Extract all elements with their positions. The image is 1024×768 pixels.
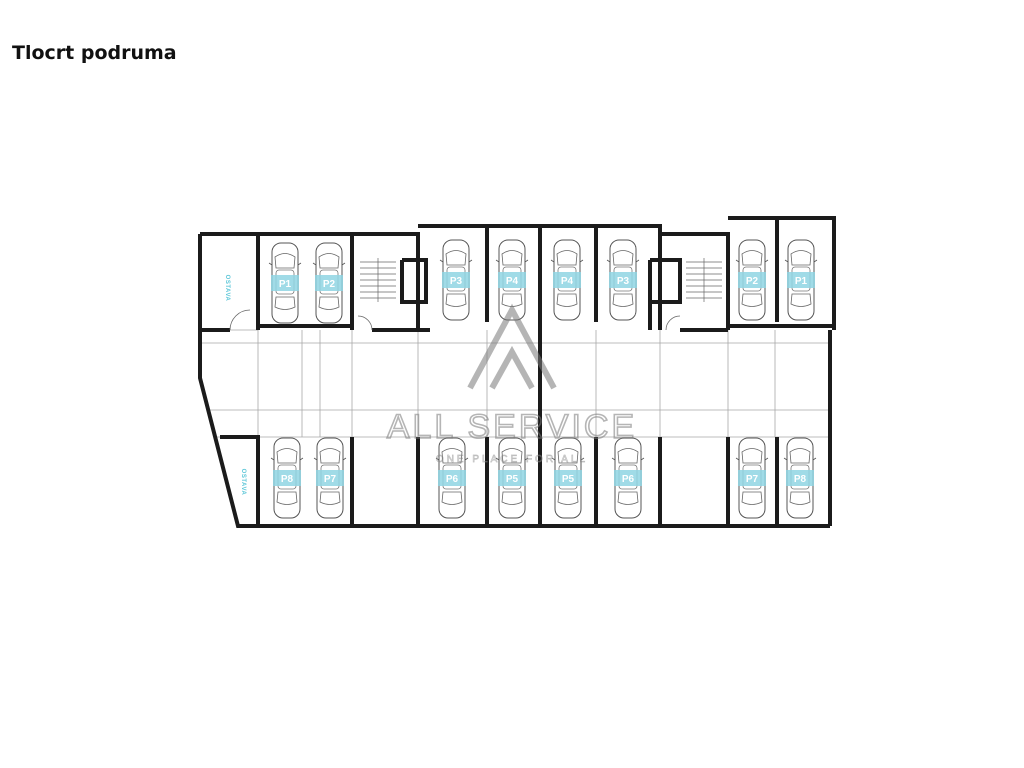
spot-label: P2 [746, 276, 759, 287]
parking-spot: P1 [784, 239, 818, 321]
spot-label: P1 [795, 276, 808, 287]
spot-label: P6 [622, 474, 635, 485]
spot-label: P4 [506, 276, 519, 287]
parking-spot: P7 [313, 437, 347, 519]
parking-spot: P4 [495, 239, 529, 321]
storage-room-bottom: OSTAVA [240, 469, 246, 496]
spot-label: P3 [617, 276, 630, 287]
watermark-name: ALL SERVICE [387, 408, 637, 446]
storage-label: OSTAVA [240, 469, 246, 496]
stairs-left [360, 258, 396, 302]
parking-spot: P8 [783, 437, 817, 519]
spot-label: P5 [506, 474, 519, 485]
parking-spot: P5 [551, 437, 585, 519]
door-swings [229, 309, 681, 331]
spot-label: P8 [794, 474, 807, 485]
parking-spot: P6 [611, 437, 645, 519]
parking-spot: P4 [550, 239, 584, 321]
spot-label: P8 [281, 474, 294, 485]
spot-label: P3 [450, 276, 463, 287]
watermark-tagline: ONE PLACE FOR ALL [436, 454, 588, 465]
parking-spot: P8 [270, 437, 304, 519]
spot-label: P2 [323, 279, 336, 290]
floor-plan-walls [198, 216, 836, 528]
page-title: Tlocrt podruma [12, 42, 177, 64]
spot-label: P6 [446, 474, 459, 485]
parking-spots-bottom: P8 P7 P6 P5 P5 P6 P7 P8 [270, 437, 817, 519]
parking-spot: P3 [606, 239, 640, 321]
spot-label: P7 [324, 474, 337, 485]
parking-spot: P6 [435, 437, 469, 519]
parking-spot: P5 [495, 437, 529, 519]
triangle-logo-icon [467, 303, 557, 390]
parking-spot: P2 [735, 239, 769, 321]
parking-spots-top: P1 P2 P3 P4 P4 P3 P2 P1 [268, 239, 818, 324]
parking-spot: P7 [735, 437, 769, 519]
stairs-right [686, 258, 722, 302]
storage-label: OSTAVA [224, 275, 230, 302]
watermark: ALL SERVICE ONE PLACE FOR ALL [386, 303, 637, 465]
spot-label: P1 [279, 279, 292, 290]
storage-room-top: OSTAVA [224, 275, 230, 302]
spot-label: P5 [562, 474, 575, 485]
parking-spot: P2 [312, 242, 346, 324]
parking-spot: P1 [268, 242, 302, 324]
spot-label: P7 [746, 474, 759, 485]
spot-label: P4 [561, 276, 574, 287]
parking-spot: P3 [439, 239, 473, 321]
